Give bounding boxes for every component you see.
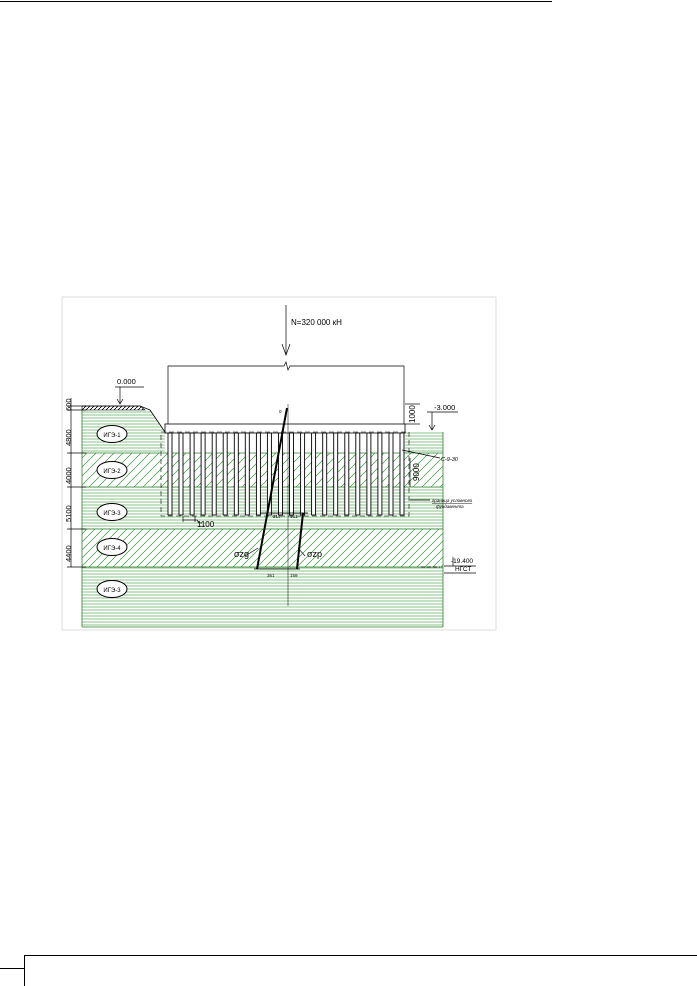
sigma-bottom-zp: 159 [290, 573, 298, 578]
pile-spacing-label: 1100 [197, 520, 215, 529]
pile [200, 432, 206, 516]
level-bottom-note: НГСТ [455, 566, 471, 573]
pile [222, 432, 228, 516]
load-and-dimensions [67, 305, 476, 574]
sigma-mid-zp: 161 [290, 514, 298, 519]
load-label: N=320 000 кН [291, 318, 342, 327]
layer-ige1-area-right [405, 432, 443, 453]
conditional-foundation-label-2: фундамента [436, 504, 464, 509]
dim-5100: 5100 [64, 505, 73, 522]
conditional-foundation-boundary [160, 431, 410, 517]
pile-length-dim: 9000 [412, 463, 421, 481]
layer-ige3-area [82, 487, 443, 529]
dim-4400: 4400 [64, 545, 73, 562]
sigma-zg-line [256, 407, 288, 570]
pile-label: С-9-30 [441, 457, 459, 463]
pile [377, 432, 383, 516]
sigma-bottom-zg: 361 [267, 573, 275, 578]
pile [211, 432, 217, 516]
topsoil-fill [81, 405, 146, 411]
layer-markers [96, 425, 128, 598]
pile [344, 432, 350, 516]
soil-layers [81, 405, 444, 628]
level-ground-label: 0.000 [117, 377, 136, 386]
dim-4000: 4000 [64, 467, 73, 484]
raft-and-piles [160, 423, 410, 517]
pile [388, 432, 394, 516]
sigma-zp-label: σzp [307, 549, 322, 559]
layer-ige2-area [82, 453, 443, 487]
raft-height-dim: 1000 [408, 405, 417, 423]
layer-ige3-lower-area [82, 567, 443, 627]
pile [189, 432, 195, 516]
layer-label-ige2: ИГЭ-2 [103, 469, 121, 475]
layer-label-ige3-lower: ИГЭ-3 [103, 588, 121, 594]
dim-4800: 4800 [64, 429, 73, 446]
layer-label-ige1: ИГЭ-1 [103, 433, 121, 439]
pile [355, 432, 361, 516]
pile [244, 432, 250, 516]
pile [178, 432, 184, 516]
stress-diagram [244, 404, 308, 606]
layer-label-ige3: ИГЭ-3 [103, 511, 121, 517]
dim-600: 600 [64, 398, 73, 411]
pile [233, 432, 239, 516]
pile [167, 432, 173, 516]
sigma-top-zg: 0 [279, 409, 282, 414]
header-rule [0, 1, 552, 2]
footer-corner-vertical [24, 955, 25, 986]
level-foundation-label: -3.000 [434, 403, 455, 412]
raft-slab [164, 423, 406, 434]
figure-frame [61, 296, 497, 631]
pile [255, 432, 261, 516]
pile [311, 432, 317, 516]
pile [322, 432, 328, 516]
sigma-zg-label: σzg [234, 549, 249, 559]
footer-rule [24, 955, 697, 956]
pile [333, 432, 339, 516]
layer-label-ige4: ИГЭ-4 [103, 546, 121, 552]
footer-corner-horizontal [0, 968, 25, 969]
pile [300, 432, 306, 516]
pile [266, 432, 272, 516]
pile [278, 432, 283, 516]
sigma-mid-zg: 214 [273, 514, 281, 519]
pile [399, 432, 405, 516]
excavation-slope [82, 405, 166, 433]
sigma-zp-line [296, 512, 304, 570]
pile [366, 432, 372, 516]
conditional-foundation-label-1: граница условного [432, 498, 473, 503]
pile [289, 432, 294, 516]
level-bottom-label: -19.400 [451, 558, 473, 565]
